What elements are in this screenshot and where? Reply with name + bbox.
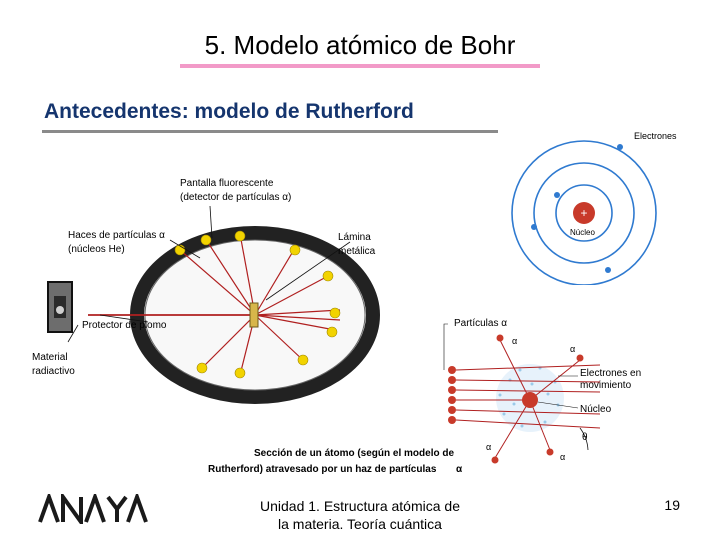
electron: [531, 224, 537, 230]
footer-line-2: la materia. Teoría cuántica: [278, 516, 442, 532]
alpha-mark: α: [512, 336, 517, 346]
slide-title: 5. Modelo atómico de Bohr: [204, 30, 516, 60]
label-alpha-beams: Haces de partículas α: [68, 230, 165, 241]
diagram-caption: Sección de un átomo (según el modelo de …: [208, 448, 463, 475]
title-underline: [180, 64, 540, 68]
nucleus-sign: +: [580, 206, 587, 220]
label-electrons: Electrones: [634, 131, 677, 141]
metal-foil: [249, 302, 259, 328]
label-foil-1: Lámina: [338, 232, 371, 243]
impact-marks: [174, 230, 341, 379]
label-moving-electrons-2: movimiento: [580, 380, 632, 391]
label-radioactive-1: Material: [32, 352, 68, 363]
alpha-mark: α: [486, 442, 491, 452]
label-theta: θ: [582, 432, 588, 443]
svg-text:Sección de un átomo (según el: Sección de un átomo (según el modelo de …: [208, 448, 457, 475]
label-alpha-detector: (detector de partículas α): [180, 192, 291, 203]
label-fluorescent-screen: Pantalla fluorescente: [180, 178, 274, 189]
label-lead-shield: Protector de plomo: [82, 320, 167, 331]
anaya-logo: [38, 494, 148, 524]
label-radioactive-2: radiactivo: [32, 366, 75, 377]
caption-line-1: Sección de un átomo (según el modelo de: [254, 448, 454, 459]
label-helium-nuclei: (núcleos He): [68, 244, 125, 255]
subtitle-underline: [42, 130, 498, 133]
alpha-mark: α: [560, 452, 565, 462]
nucleus: [522, 392, 538, 408]
nucleus: [573, 202, 595, 224]
alpha-mark: α: [570, 344, 575, 354]
label-alpha-particles: Partículas α: [454, 318, 507, 329]
slide-subtitle: Antecedentes: modelo de Rutherford: [44, 100, 414, 123]
label-foil-2: metálica: [338, 246, 376, 257]
page-number: 19: [664, 497, 680, 513]
electron: [605, 267, 611, 273]
label-nucleus-section: Núcleo: [580, 404, 612, 415]
atom-orbits-diagram: + Electrones Núcleo: [511, 131, 677, 285]
label-nucleus: Núcleo: [570, 228, 595, 237]
rutherford-experiment-diagram: Pantalla fluorescente (detector de partí…: [32, 178, 380, 404]
caption-alpha: α: [456, 464, 463, 475]
electron: [617, 144, 623, 150]
footer-unit-title: Unidad 1. Estructura atómica de la mater…: [250, 497, 470, 533]
scattering-diagram: Partículas α Electrones en movimiento Nú…: [443, 318, 641, 464]
svg-text:Pantalla fluorescente (det: Pantalla fluorescente (detector de partí…: [32, 178, 378, 377]
alpha-rays: [88, 233, 341, 376]
footer-line-1: Unidad 1. Estructura atómica de: [260, 498, 460, 514]
caption-line-2: Rutherford) atravesado por un haz de par…: [208, 464, 437, 475]
label-moving-electrons-1: Electrones en: [580, 368, 641, 379]
electron: [554, 192, 560, 198]
